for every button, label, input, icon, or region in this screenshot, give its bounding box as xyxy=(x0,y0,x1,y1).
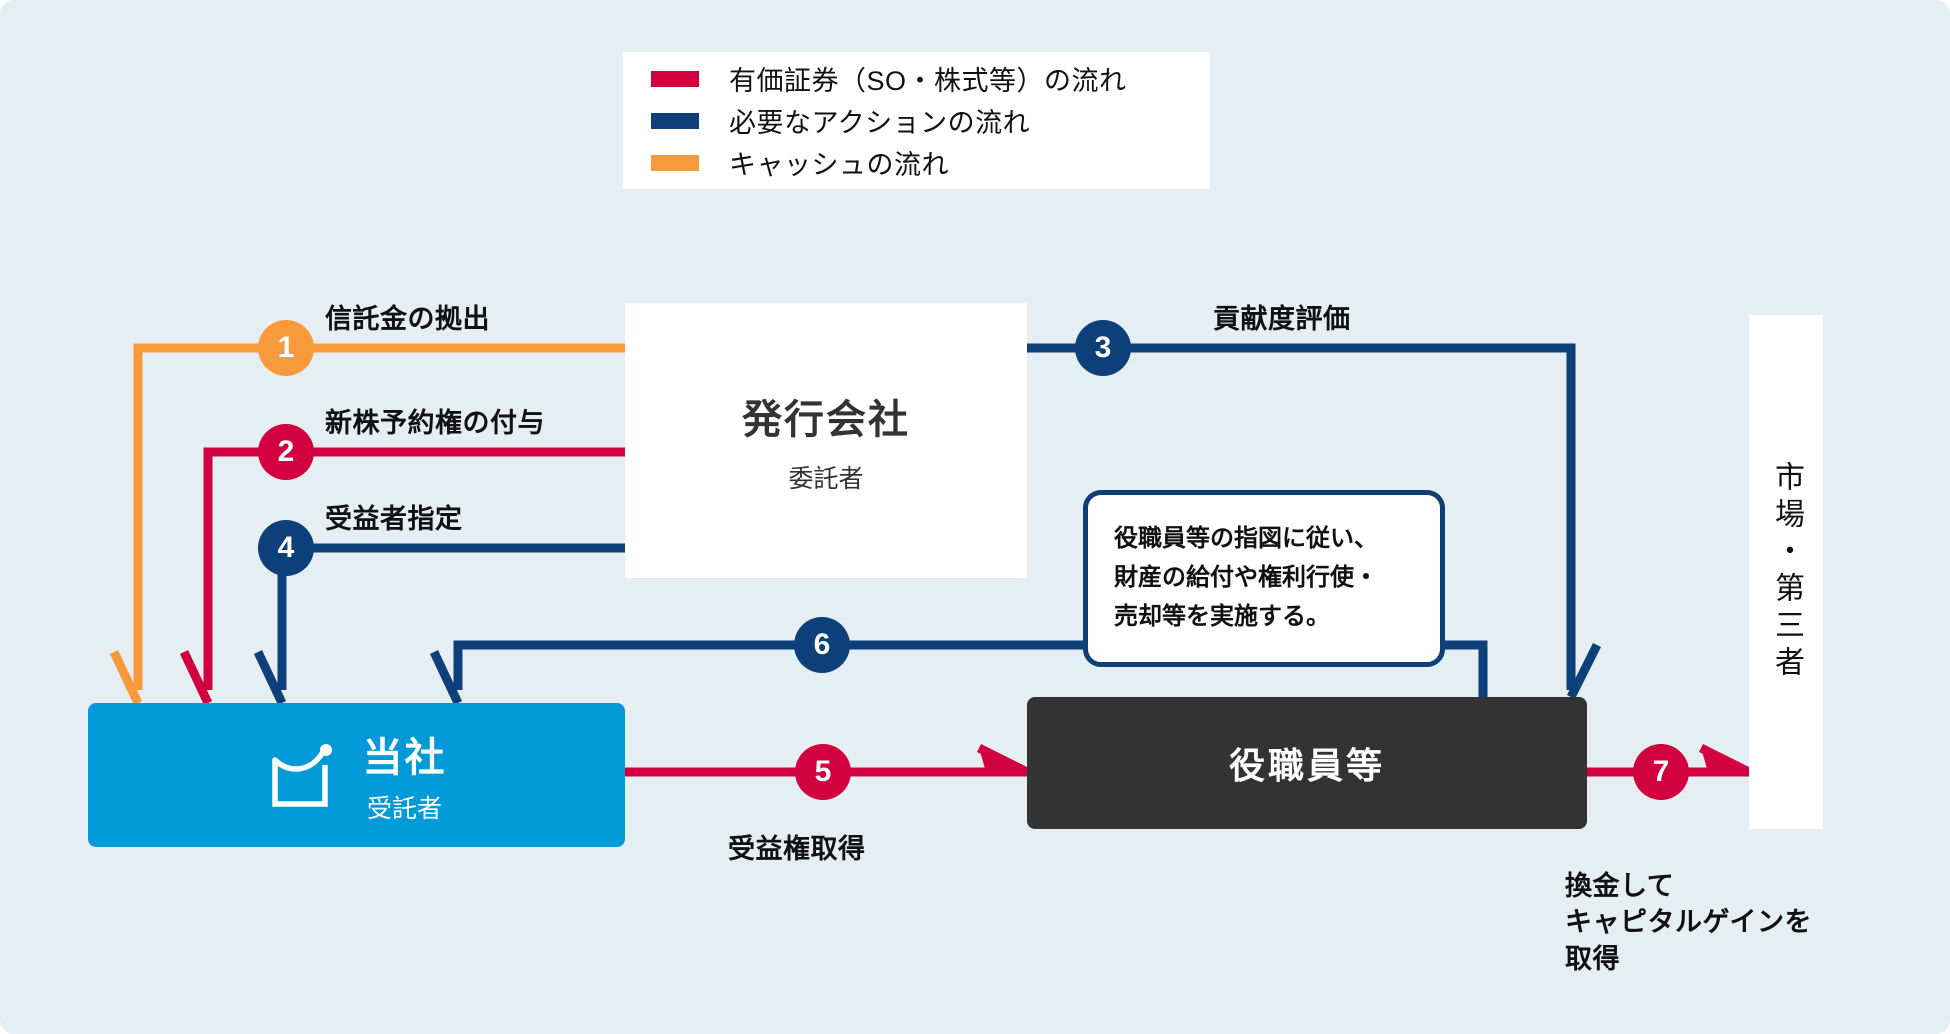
legend-item-securities: 有価証券（SO・株式等）の流れ xyxy=(651,58,1210,100)
node-issuer-subtitle: 委託者 xyxy=(788,464,864,493)
node-market-third-party: 市場・第三者 xyxy=(1749,315,1823,829)
legend-item-cash: キャッシュの流れ xyxy=(651,142,1210,184)
annotation-capital-gain: 換金して キャピタルゲインを 取得 xyxy=(1565,871,1812,974)
node-company-title: 当社 xyxy=(362,736,447,780)
step-badge-5: 5 xyxy=(795,744,851,800)
legend-label-action: 必要なアクションの流れ xyxy=(729,108,1031,138)
legend-swatch-securities-icon xyxy=(651,70,699,87)
step-badge-7-number: 7 xyxy=(1652,755,1670,788)
step-badge-7: 7 xyxy=(1633,744,1689,800)
node-issuer-company: 発行会社 委託者 xyxy=(625,303,1027,578)
legend-label-cash: キャッシュの流れ xyxy=(729,150,949,180)
flow-label-step-1: 信託金の拠出 xyxy=(325,304,490,334)
legend-panel: 有価証券（SO・株式等）の流れ 必要なアクションの流れ キャッシュの流れ xyxy=(623,52,1210,189)
node-officers: 役職員等 xyxy=(1027,697,1587,829)
step-badge-5-number: 5 xyxy=(814,755,832,788)
node-our-company: 当社 受託者 xyxy=(88,703,625,847)
step-badge-3-number: 3 xyxy=(1094,331,1112,364)
step-badge-4: 4 xyxy=(258,520,314,576)
legend-label-securities: 有価証券（SO・株式等）の流れ xyxy=(729,66,1127,96)
node-issuer-title: 発行会社 xyxy=(742,397,910,442)
step-badge-2: 2 xyxy=(258,424,314,480)
step-badge-1-number: 1 xyxy=(277,331,295,364)
step-badge-2-number: 2 xyxy=(277,435,295,468)
flow-label-step-4: 受益者指定 xyxy=(325,504,463,534)
node-company-subtitle: 受託者 xyxy=(366,795,442,823)
flow-label-step-3: 貢献度評価 xyxy=(1213,304,1351,334)
callout-trustee-duties: 役職員等の指図に従い、 財産の給付や権利行使・ 売却等を実施する。 xyxy=(1083,490,1445,667)
step-badge-6-number: 6 xyxy=(813,628,831,661)
step-badge-6: 6 xyxy=(794,617,850,673)
step-badge-1: 1 xyxy=(258,320,314,376)
flow-label-step-5: 受益権取得 xyxy=(728,834,866,864)
node-market-title: 市場・第三者 xyxy=(1770,461,1803,683)
callout-line-2: 財産の給付や権利行使・ xyxy=(1114,564,1378,592)
node-officers-title: 役職員等 xyxy=(1228,745,1385,786)
callout-line-1: 役職員等の指図に従い、 xyxy=(1114,525,1378,553)
legend-swatch-action-icon xyxy=(651,112,699,129)
flow-label-step-2: 新株予約権の付与 xyxy=(325,408,545,438)
company-logo-icon xyxy=(271,744,332,807)
legend-swatch-cash-icon xyxy=(651,154,699,171)
step-badge-4-number: 4 xyxy=(277,531,295,564)
callout-line-3: 売却等を実施する。 xyxy=(1114,602,1330,630)
step-badge-3: 3 xyxy=(1075,320,1131,376)
legend-item-action: 必要なアクションの流れ xyxy=(651,100,1210,142)
